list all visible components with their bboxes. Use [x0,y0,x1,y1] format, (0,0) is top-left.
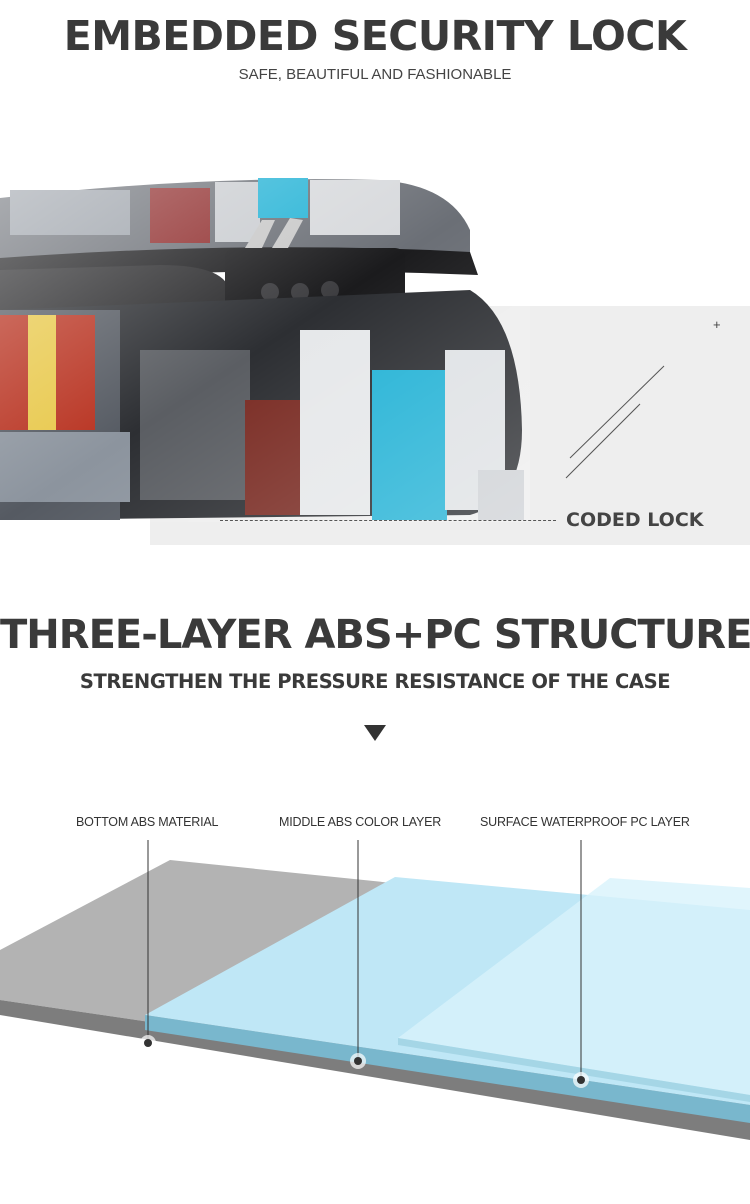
surface-layer-edge [398,1038,750,1102]
layer-label-middle: MIDDLE ABS COLOR LAYER [279,815,442,829]
layer-diagram [0,840,750,1140]
structure-section-subtitle: STRENGTHEN THE PRESSURE RESISTANCE OF TH… [79,670,671,693]
layer-label-bottom: BOTTOM ABS MATERIAL [76,815,219,829]
callout-diagonal-lines [565,365,665,479]
plus-mark: + [713,317,721,332]
middle-layer-edge [145,1015,750,1123]
surface-layer-sheet [398,878,750,1095]
layer-label-surface: SURFACE WATERPROOF PC LAYER [480,815,690,829]
lock-section-title: EMBEDDED SECURITY LOCK [63,12,687,60]
lock-section-subtitle: SAFE, BEAUTIFUL AND FASHIONABLE [238,66,512,83]
triangle-down-icon [364,725,386,741]
structure-section-title: THREE-LAYER ABS+PC STRUCTURE [0,612,750,658]
coded-lock-label: CODED LOCK [566,509,704,531]
callout-dashed-line [220,520,556,521]
suitcase-photo [0,170,530,522]
